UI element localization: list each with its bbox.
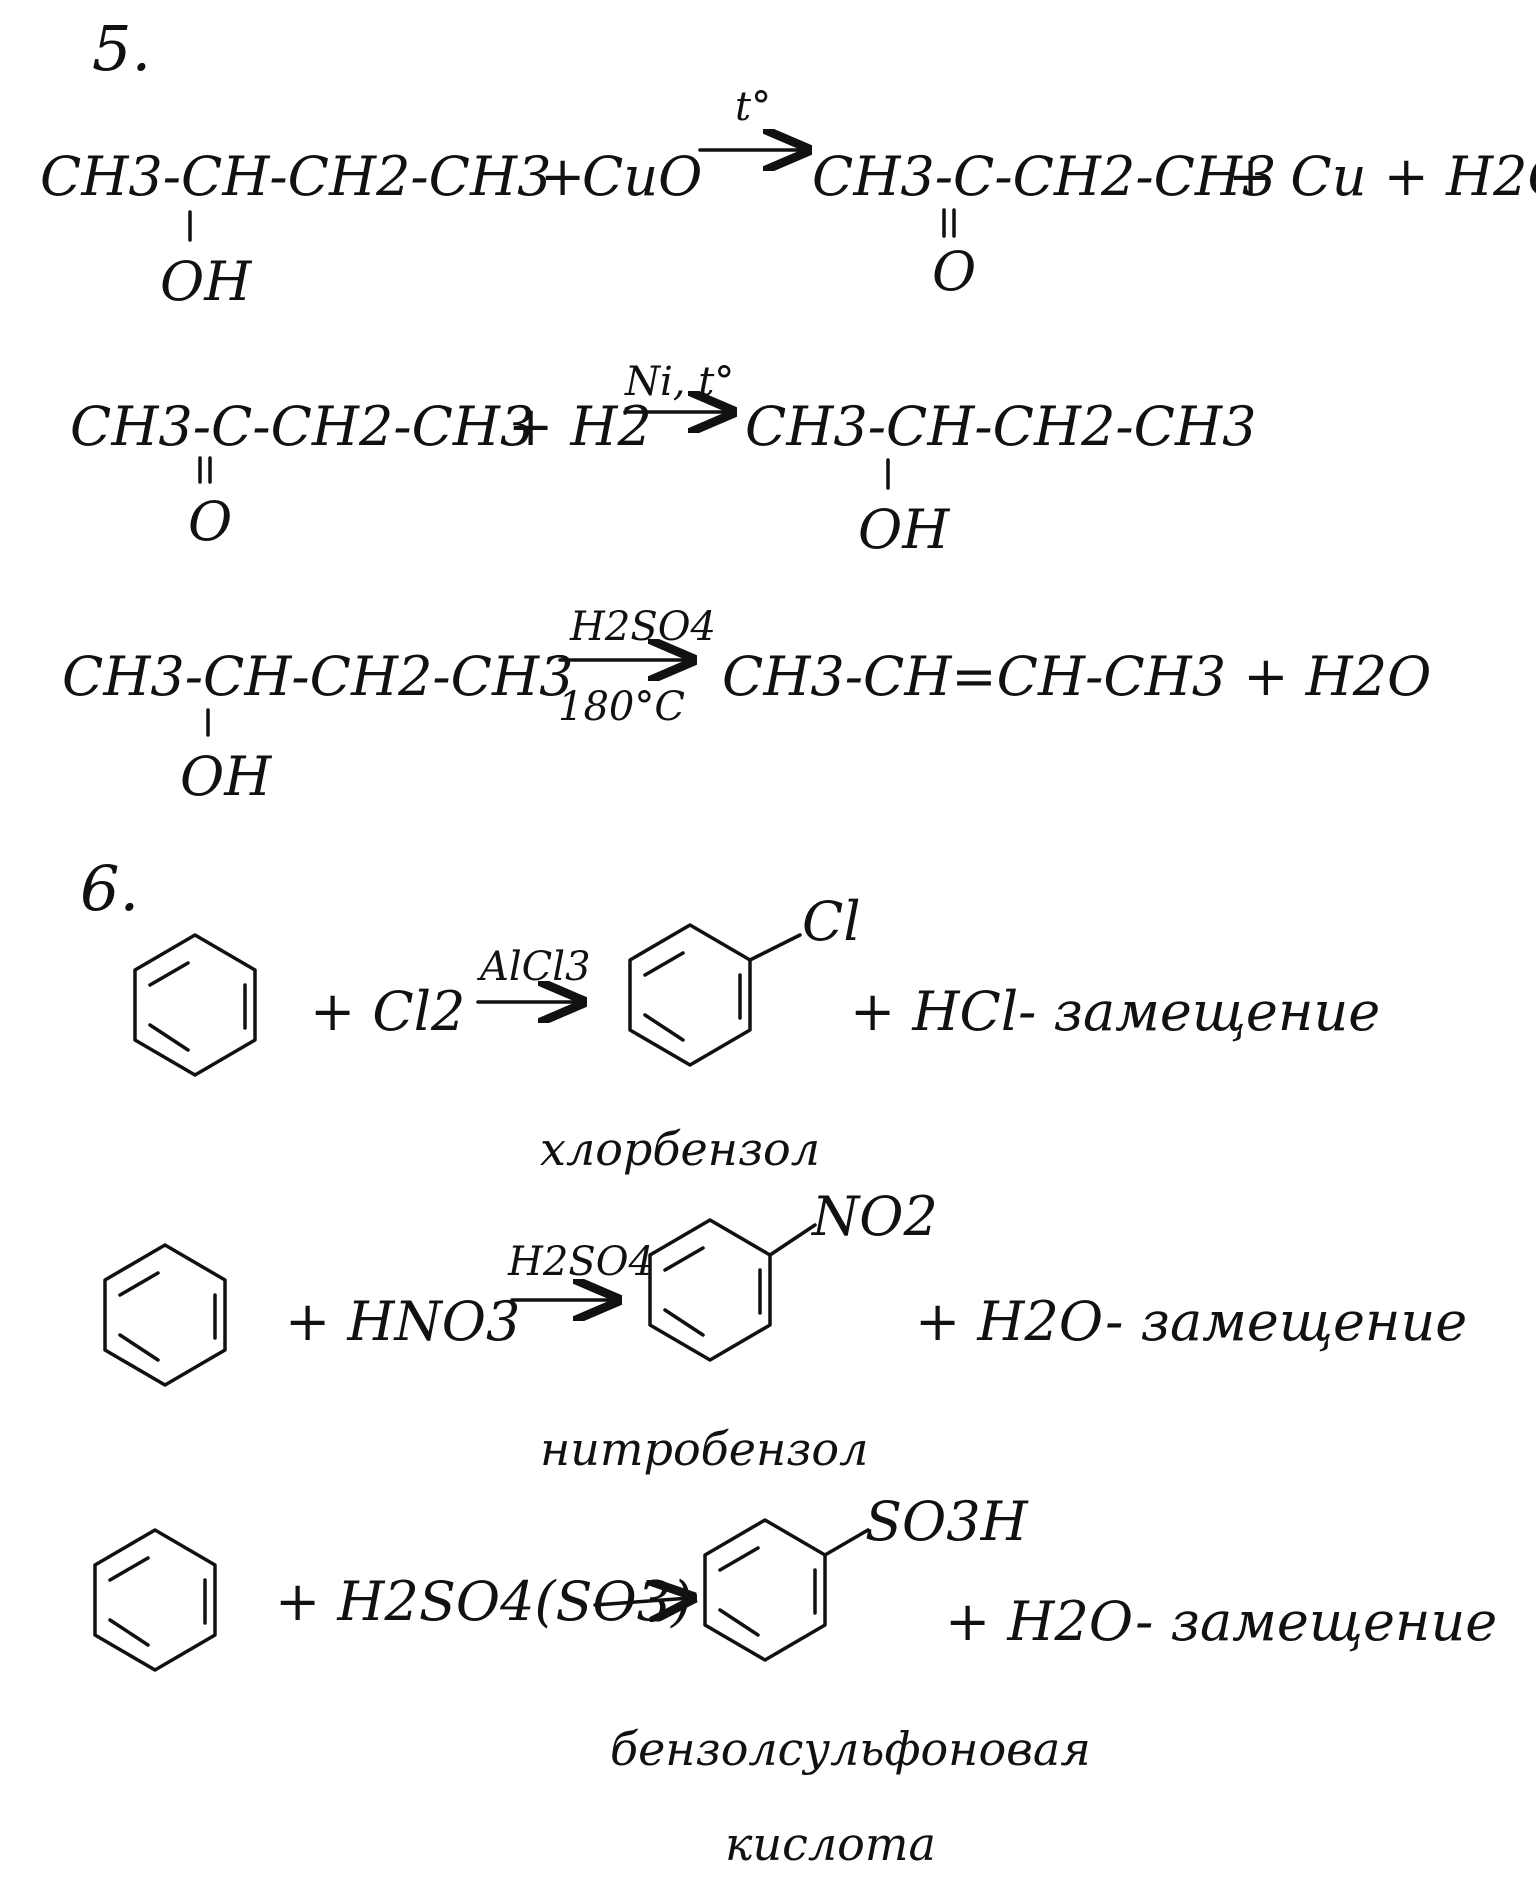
reaction-6-3: + H2SO4(SO3) SO3H + H2O- замещение бензо…	[93, 1490, 1497, 1871]
byproducts: + Cu + H2O	[1228, 145, 1536, 208]
product-name-line2: кислота	[725, 1817, 936, 1871]
product-formula: CH3-C-CH2-CH3	[812, 145, 1276, 208]
byproduct-and-type: + HCl- замещение	[850, 980, 1380, 1043]
catalyst: H2SO4	[507, 1239, 654, 1285]
section-6-number: 6.	[80, 852, 139, 925]
reaction-5-3: CH3-CH-CH2-CH3 OH H2SO4 180°C CH3-CH=CH-…	[62, 604, 1431, 808]
nitrobenzene-ring-icon	[648, 1218, 817, 1362]
reaction-5-1: CH3-CH-CH2-CH3 OH + CuO t° CH3-C-CH2-CH3…	[40, 84, 1536, 313]
chlorobenzene-ring-icon	[628, 923, 802, 1067]
reaction-6-2: + HNO3 H2SO4 NO2 + H2O- замещение нитроб…	[103, 1185, 1467, 1476]
reaction-6-1: + Cl2 AlCl3 Cl + HCl- замещение хлорбенз…	[133, 890, 1380, 1176]
hydroxyl-group: OH	[160, 250, 252, 313]
section-5-number: 5.	[92, 12, 151, 85]
product-formula: CH3-CH=CH-CH3 + H2O	[722, 645, 1431, 708]
catalyst: AlCl3	[476, 944, 591, 990]
condition-temperature: 180°C	[558, 684, 685, 730]
carbonyl-oxygen: O	[932, 240, 976, 303]
reaction-condition: Ni, t°	[624, 359, 734, 405]
plus-sign: +	[540, 145, 585, 208]
sulfo-substituent: SO3H	[865, 1490, 1029, 1553]
hydroxyl-group: OH	[180, 745, 272, 808]
chlorine-substituent: Cl	[802, 890, 861, 953]
product-formula: CH3-CH-CH2-CH3	[745, 395, 1256, 458]
benzenesulfonic-acid-ring-icon	[703, 1518, 870, 1662]
reactant-formula: CH3-CH-CH2-CH3	[62, 645, 573, 708]
reactant-formula: CH3-CH-CH2-CH3	[40, 145, 551, 208]
product-name: хлорбензол	[540, 1122, 820, 1176]
condition-catalyst: H2SO4	[569, 604, 716, 650]
nitro-substituent: NO2	[810, 1185, 938, 1248]
reagent-formula: + HNO3	[285, 1290, 520, 1353]
reaction-condition: t°	[735, 84, 771, 130]
reagent-formula: + H2	[508, 395, 652, 458]
benzene-ring-icon	[133, 933, 257, 1077]
byproduct-and-type: + H2O- замещение	[945, 1590, 1497, 1653]
benzene-ring-icon	[103, 1243, 227, 1387]
reactant-formula: CH3-C-CH2-CH3	[70, 395, 534, 458]
reaction-5-2: CH3-C-CH2-CH3 O + H2 Ni, t° CH3-CH-CH2-C…	[70, 359, 1256, 561]
product-name: нитробензол	[540, 1422, 868, 1476]
carbonyl-oxygen: O	[188, 490, 232, 553]
reaction-arrow	[593, 1598, 690, 1605]
reagent-formula: CuO	[582, 145, 702, 208]
product-name-line1: бензолсульфоновая	[610, 1722, 1091, 1776]
hydroxyl-group: OH	[858, 498, 950, 561]
benzene-ring-icon	[93, 1528, 217, 1672]
reagent-formula: + Cl2	[310, 980, 465, 1043]
byproduct-and-type: + H2O- замещение	[915, 1290, 1467, 1353]
